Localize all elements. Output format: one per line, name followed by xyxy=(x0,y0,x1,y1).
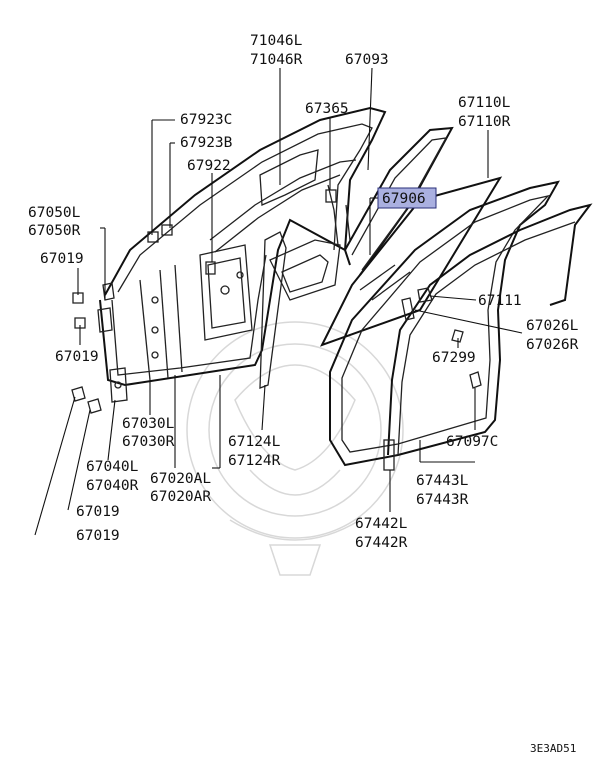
label-67030R: 67030R xyxy=(122,434,175,450)
door-weatherstrip xyxy=(329,180,593,471)
label-67026L: 67026L xyxy=(526,318,579,334)
label-67443L: 67443L xyxy=(416,473,469,489)
part-labels: 71046L 71046R 67093 67365 67923C 67923B … xyxy=(28,33,579,551)
label-67124L: 67124L xyxy=(228,434,281,450)
label-67923C: 67923C xyxy=(180,112,232,128)
label-67365: 67365 xyxy=(305,101,349,117)
label-67093: 67093 xyxy=(345,52,389,68)
label-67906: 67906 xyxy=(382,191,426,207)
label-67026R: 67026R xyxy=(526,337,579,353)
label-67030L: 67030L xyxy=(122,416,175,432)
diagram-code: 3E3AD51 xyxy=(530,742,576,755)
label-67019-c: 67019 xyxy=(76,504,120,520)
label-67050L: 67050L xyxy=(28,205,81,221)
highlight-box xyxy=(377,187,437,209)
small-parts xyxy=(71,282,482,414)
label-67019-b: 67019 xyxy=(55,349,99,365)
label-67019-a: 67019 xyxy=(40,251,84,267)
label-67020AR: 67020AR xyxy=(150,489,211,505)
watermark-emblem xyxy=(186,321,404,576)
leader-lines xyxy=(34,67,523,536)
label-71046R: 71046R xyxy=(250,52,303,68)
label-67443R: 67443R xyxy=(416,492,469,508)
label-67050R: 67050R xyxy=(28,223,81,239)
label-67442R: 67442R xyxy=(355,535,408,551)
label-67019-d: 67019 xyxy=(76,528,120,544)
label-67040R: 67040R xyxy=(86,478,139,494)
label-67040L: 67040L xyxy=(86,459,139,475)
label-67097C: 67097C xyxy=(446,434,498,450)
label-67124R: 67124R xyxy=(228,453,281,469)
label-67110R: 67110R xyxy=(458,114,511,130)
label-67299: 67299 xyxy=(432,350,476,366)
label-67111: 67111 xyxy=(478,293,522,309)
label-67923B: 67923B xyxy=(180,135,233,151)
door-panel xyxy=(99,106,387,389)
label-71046L: 71046L xyxy=(250,33,303,49)
label-67110L: 67110L xyxy=(458,95,511,111)
label-67020AL: 67020AL xyxy=(150,471,211,487)
label-67442L: 67442L xyxy=(355,516,408,532)
label-67922: 67922 xyxy=(187,158,231,174)
